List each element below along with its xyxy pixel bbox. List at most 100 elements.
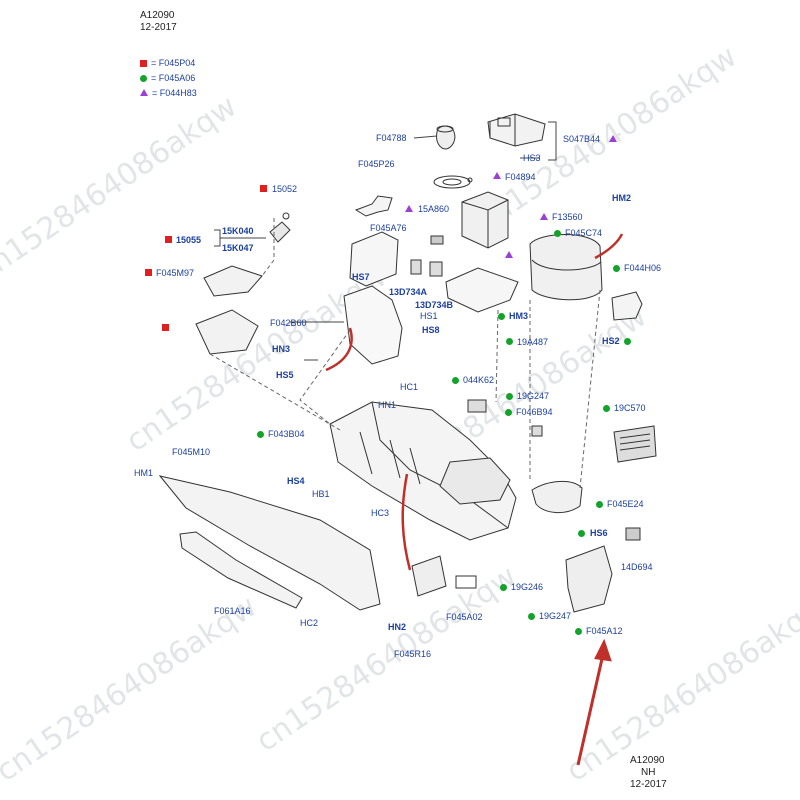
part-label: HB1 (312, 489, 330, 499)
green-circle-icon (603, 405, 610, 412)
part-label: HC2 (300, 618, 319, 628)
part-label: 19C570 (614, 403, 646, 413)
rear-panel-part (531, 481, 583, 513)
gear-knob-part (436, 125, 456, 150)
base-plate-part (445, 267, 519, 313)
storage-tray-part (203, 265, 263, 297)
footer-code: A12090 (630, 755, 665, 766)
part-label: F045A02 (446, 612, 483, 622)
hinge-bracket-part (611, 291, 643, 321)
air-vent-part (613, 425, 657, 463)
part-label: F04788 (376, 133, 407, 143)
green-circle-icon (624, 338, 631, 345)
green-circle-icon (596, 501, 603, 508)
green-circle-icon (506, 338, 513, 345)
switch-block-part (429, 261, 443, 277)
part-label: 14D694 (621, 562, 653, 572)
purple-triangle-icon (505, 251, 513, 258)
legend-entry: = F045A06 (140, 73, 195, 84)
part-label: HS4 (287, 476, 305, 486)
part-label: HM2 (612, 193, 632, 203)
red-square-icon (162, 324, 169, 331)
part-label: 19A487 (517, 337, 549, 347)
green-circle-icon (613, 265, 620, 272)
part-label: HN1 (378, 400, 397, 410)
red-square-icon (145, 269, 152, 276)
sensor-part (269, 221, 291, 243)
armrest-lid-part (529, 234, 603, 301)
clip-part (455, 575, 477, 589)
green-circle-icon (140, 75, 147, 82)
part-label: HN2 (388, 622, 407, 632)
red-square-icon (140, 60, 147, 67)
part-label: 044K62 (463, 375, 495, 385)
part-label: 15052 (272, 184, 298, 194)
connector-part (625, 527, 641, 541)
shifter-bezel-part (349, 231, 399, 287)
clip-part (531, 425, 543, 437)
footer-date: 12-2017 (630, 779, 667, 790)
end-cap-part (565, 545, 613, 613)
part-label: F045A76 (370, 223, 407, 233)
part-label: F045R16 (394, 649, 432, 659)
trim-strip-part (354, 195, 393, 217)
part-label: 15K040 (222, 226, 254, 236)
switch-block-part (410, 259, 422, 275)
part-label: F045P26 (358, 159, 395, 169)
trim-panel-part (179, 531, 303, 609)
purple-triangle-icon (405, 205, 413, 212)
sensor-part (282, 212, 290, 220)
legend-entry: = F044H83 (140, 88, 197, 99)
part-label: HS5 (276, 370, 294, 380)
part-label: F042B60 (270, 318, 307, 328)
green-circle-icon (498, 313, 505, 320)
cupholder-insert-part (461, 191, 509, 249)
green-circle-icon (452, 377, 459, 384)
part-label: 13D734A (389, 287, 428, 297)
part-label: HM3 (509, 311, 529, 321)
purple-triangle-icon (493, 172, 501, 179)
part-label: F045C74 (565, 228, 603, 238)
footer-status: NH (641, 767, 656, 778)
part-label: F061A16 (214, 606, 251, 616)
part-label: 19G247 (539, 611, 572, 621)
part-label: 19G246 (511, 582, 544, 592)
green-circle-icon (578, 530, 585, 537)
diagram-code: A12090 (140, 10, 175, 21)
part-label: HS1 (420, 311, 438, 321)
shifter-bracket-part (343, 285, 403, 365)
legend-entry: = F045P04 (140, 58, 195, 69)
part-label: HN3 (272, 344, 291, 354)
green-circle-icon (554, 230, 561, 237)
part-label: 15K047 (222, 243, 254, 253)
part-label: F045E24 (607, 499, 644, 509)
part-label: F04894 (505, 172, 536, 182)
clip-part (430, 235, 444, 245)
switch-part (467, 399, 487, 413)
part-label: F046B94 (516, 407, 553, 417)
part-label: F13560 (552, 212, 583, 222)
part-label: HS8 (422, 325, 440, 335)
green-circle-icon (528, 613, 535, 620)
part-label: HS2 (602, 336, 620, 346)
console-body-part (329, 401, 517, 541)
part-label: HS7 (352, 272, 370, 282)
diagram-date: 12-2017 (140, 22, 177, 33)
part-label: F043B04 (268, 429, 305, 439)
purple-triangle-icon (540, 213, 548, 220)
shift-boot-ring-part (433, 175, 473, 189)
part-label: 15055 (176, 235, 202, 245)
part-label: S047B44 (563, 134, 601, 144)
green-circle-icon (257, 431, 264, 438)
part-label: HM1 (134, 468, 154, 478)
purple-triangle-icon (140, 89, 148, 96)
green-circle-icon (506, 393, 513, 400)
part-label: F045A12 (586, 626, 623, 636)
part-label: F045M10 (172, 447, 211, 457)
part-label: F044H06 (624, 263, 662, 273)
shifter-module-part (487, 113, 546, 147)
part-label: HC1 (400, 382, 419, 392)
part-label: F045M97 (156, 268, 195, 278)
part-label: 15A860 (418, 204, 450, 214)
